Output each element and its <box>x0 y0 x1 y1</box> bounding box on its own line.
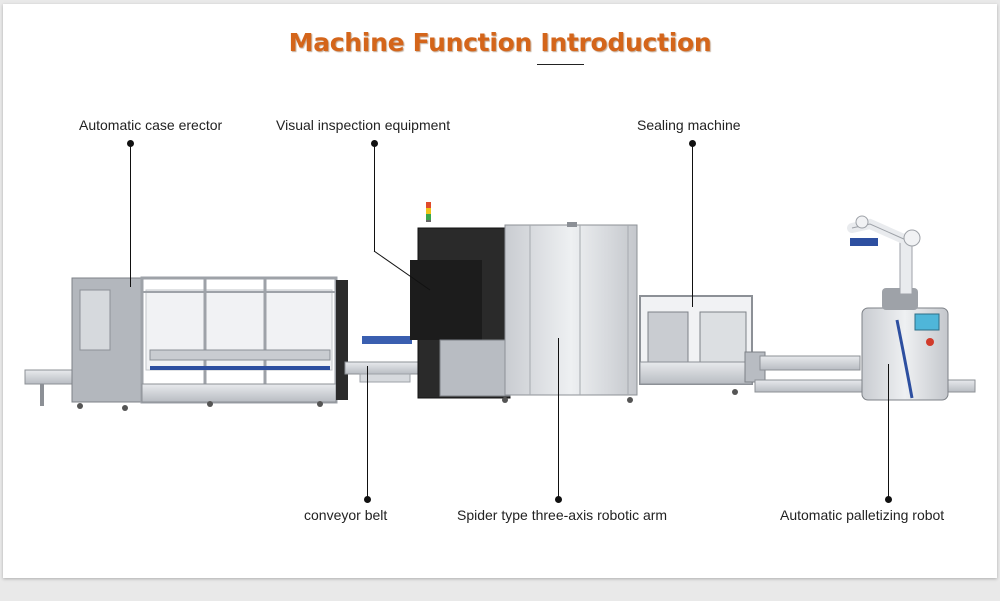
callout-spider-robotic-arm: Spider type three-axis robotic arm <box>457 507 668 523</box>
sealing-machine-illustration <box>639 295 766 395</box>
callout-leader-line <box>888 364 889 497</box>
callout-leader-diagonal <box>373 250 431 291</box>
palletizing-robot-illustration <box>847 215 949 401</box>
callout-visual-inspection-equipment: Visual inspection equipment <box>276 117 451 133</box>
callout-leader-line <box>130 145 131 287</box>
conveyor-belt-illustration <box>344 336 421 383</box>
callout-dot <box>689 140 696 147</box>
callout-conveyor-belt: conveyor belt <box>304 507 388 523</box>
callout-dot <box>127 140 134 147</box>
callout-automatic-case-erector: Automatic case erector <box>79 117 223 133</box>
inspection-and-spider-robot <box>410 202 638 403</box>
title-underline <box>537 64 584 65</box>
callout-leader-line <box>374 145 375 252</box>
callout-dot <box>885 496 892 503</box>
case-erector-machine <box>71 276 348 411</box>
callout-dot <box>364 496 371 503</box>
callout-dot <box>555 496 562 503</box>
callout-automatic-palletizing-robot: Automatic palletizing robot <box>780 507 945 523</box>
callout-leader-line <box>692 145 693 307</box>
callout-sealing-machine: Sealing machine <box>637 117 741 133</box>
callout-dot <box>371 140 378 147</box>
callout-leader-line <box>558 338 559 497</box>
callout-leader-line <box>367 366 368 497</box>
page-title: Machine Function Introduction <box>288 28 712 57</box>
